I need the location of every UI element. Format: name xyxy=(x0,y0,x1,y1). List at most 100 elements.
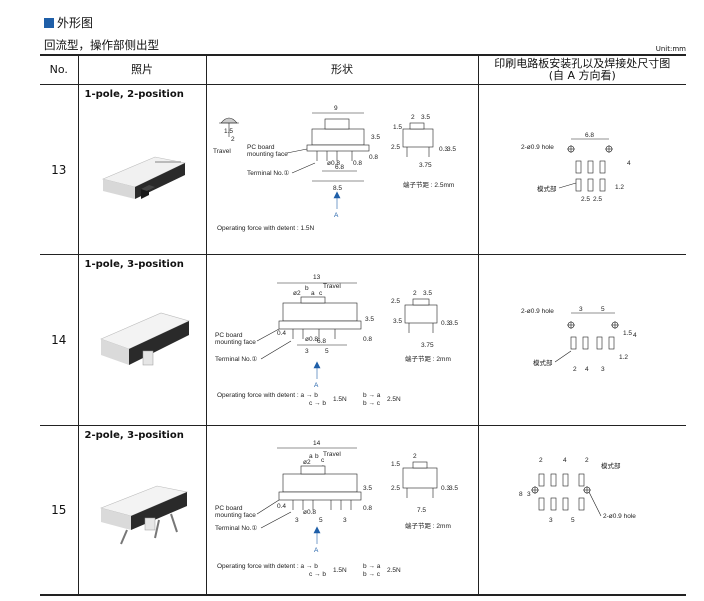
dim-label: 3.5 xyxy=(371,134,380,141)
dim-label: 2.5 xyxy=(391,144,400,151)
dim-label: 2.5 xyxy=(391,298,400,305)
outline-drawing: 1.5 2 Travel 9 6.8 8.5 ø0.8 0.8 3.5 0.8 xyxy=(213,105,456,232)
dim-label: 3.5 xyxy=(449,485,458,492)
dim-label: 2 xyxy=(539,457,543,464)
dim-label: 14 xyxy=(313,440,321,447)
section-subtitle: 回流型，操作部侧出型 xyxy=(44,38,159,52)
dim-label: 3.5 xyxy=(447,146,456,153)
dim-label: ø2 xyxy=(303,459,311,466)
product-name: 1-pole, 2-position xyxy=(84,89,184,100)
switch-photo-image xyxy=(99,312,190,366)
table-header-row: No. 照片 形状 印刷电路板安装孔以及焊接处尺寸图 (自 A 方向看) xyxy=(40,54,686,85)
photo-cell: 1-pole, 3-position xyxy=(77,254,206,426)
dim-label: 3.75 xyxy=(419,162,432,169)
dim-label: 3.5 xyxy=(365,316,374,323)
dim-label: 1.5 xyxy=(391,461,400,468)
pcb-layout-cell: 2-ø0.9 hole 3 5 4 1.5 1.2 2 4 3 模式部 xyxy=(477,254,686,426)
terminal-label: Terminal No.① xyxy=(215,524,257,532)
terminal-pitch-label: 端子节距 : 2mm xyxy=(405,354,451,363)
col-header-photo: 照片 xyxy=(77,54,206,85)
pcb-hole-drawing: 2-ø0.9 hole 3 5 4 1.5 1.2 2 4 3 模式部 xyxy=(521,306,637,373)
travel-label: Travel xyxy=(323,451,341,458)
dim-label: 6.8 xyxy=(335,164,344,171)
switch-photo-image xyxy=(99,485,188,545)
shape-drawing-cell: 13 Travel ø2 b a c 6.8 3 5 3.5 0.8 ø0.8 … xyxy=(205,254,478,426)
product-name: 2-pole, 3-position xyxy=(84,430,184,441)
row-number: 13 xyxy=(40,84,78,255)
section-title: 外形图 xyxy=(57,16,94,30)
col-header-pcb-line2: (自 A 方向看) xyxy=(548,69,616,82)
dim-label: 4 xyxy=(585,366,589,373)
outline-drawing: 14 Travel a b c ø2 2 3 5 3 ø0.8 0.4 0.8 … xyxy=(215,440,458,578)
boss-label: 模式部 xyxy=(537,184,557,193)
view-arrow-label: A xyxy=(334,212,339,219)
row-number: 15 xyxy=(40,425,78,596)
dim-label: 5 xyxy=(325,348,329,355)
pcb-layout-cell: 2 4 2 模式部 8 3 3 5 2-ø0.9 hole xyxy=(477,425,686,596)
operating-force-label: Operating force with detent : a → b xyxy=(217,563,318,570)
dim-label: 2 xyxy=(231,136,235,143)
pcb-layout-cell: 2-ø0.9 hole 6.8 4 1.2 2.5 2.5 模式部 xyxy=(477,84,686,255)
dim-label: ø0.8 xyxy=(303,509,316,516)
shape-drawing-cell: 14 Travel a b c ø2 2 3 5 3 ø0.8 0.4 0.8 … xyxy=(205,425,478,596)
switch-photo-image xyxy=(101,156,186,199)
dim-label: 3 xyxy=(549,517,553,524)
pcb-label: mounting face xyxy=(215,512,256,519)
pcb-hole-drawing: 2-ø0.9 hole 6.8 4 1.2 2.5 2.5 模式部 xyxy=(521,132,631,203)
dim-label: a xyxy=(311,290,315,297)
dim-label: c xyxy=(319,290,323,297)
dim-label: 2 xyxy=(413,290,417,297)
dim-label: 2.5 xyxy=(593,196,602,203)
dim-label: 1.5 xyxy=(224,128,233,135)
spec-table: No. 照片 形状 印刷电路板安装孔以及焊接处尺寸图 (自 A 方向看) 13 … xyxy=(40,54,686,596)
dim-label: 5 xyxy=(319,517,323,524)
dim-label: b xyxy=(315,453,319,460)
operating-force-label: b → c xyxy=(363,571,381,578)
dim-label: 1.2 xyxy=(615,184,624,191)
dim-label: 1.5 xyxy=(623,330,632,337)
unit-label: Unit:mm xyxy=(655,45,686,53)
dim-label: 3.75 xyxy=(421,342,434,349)
dim-label: 1.2 xyxy=(619,354,628,361)
dim-label: 0.3 xyxy=(441,485,450,492)
dim-label: 0.8 xyxy=(363,336,372,343)
operating-force-label: c → b xyxy=(309,571,326,578)
dim-label: ø0.8 xyxy=(305,336,318,343)
table-row: 13 1-pole, 2-position 1.5 2 Travel xyxy=(40,84,686,255)
dim-label: a xyxy=(309,453,313,460)
dim-label: 3.5 xyxy=(421,114,430,121)
dim-label: ø0.8 xyxy=(327,160,340,167)
view-arrow-label: A xyxy=(314,547,319,554)
dim-label: 7.5 xyxy=(417,507,426,514)
row-number: 14 xyxy=(40,254,78,426)
heading-marker-icon xyxy=(44,17,54,28)
table-row: 14 1-pole, 3-position 13 Travel ø2 b a c xyxy=(40,254,686,426)
hole-label: 2-ø0.9 hole xyxy=(521,308,554,315)
dim-label: 9 xyxy=(334,105,338,112)
dim-label: 3.5 xyxy=(363,485,372,492)
pcb-label: mounting face xyxy=(247,151,288,158)
dim-label: 0.3 xyxy=(441,320,450,327)
dim-label: 3.5 xyxy=(449,320,458,327)
dim-label: 2.5 xyxy=(581,196,590,203)
dim-label: 3.5 xyxy=(423,290,432,297)
operating-force-label: b → c xyxy=(363,400,381,407)
dim-label: 4 xyxy=(633,332,637,339)
col-header-pcb-line1: 印刷电路板安装孔以及焊接处尺寸图 xyxy=(494,57,671,70)
dim-label: 0.8 xyxy=(353,160,362,167)
dim-label: 2 xyxy=(413,453,417,460)
dim-label: 8.5 xyxy=(333,185,342,192)
dim-label: 4 xyxy=(563,457,567,464)
dim-label: 5 xyxy=(601,306,605,313)
boss-label: 模式部 xyxy=(601,461,621,470)
dim-label: ø2 xyxy=(293,290,301,297)
dim-label: 0.3 xyxy=(439,146,448,153)
operating-force-label: Operating force with detent : 1.5N xyxy=(217,225,314,232)
dim-label: 1.5 xyxy=(393,124,402,131)
operating-force-label: c → b xyxy=(309,400,326,407)
section-heading: 外形图 xyxy=(44,14,93,31)
operating-force-value: 1.5N xyxy=(333,396,347,403)
dim-label: 3 xyxy=(601,366,605,373)
view-arrow-label: A xyxy=(314,382,319,389)
col-header-pcb: 印刷电路板安装孔以及焊接处尺寸图 (自 A 方向看) xyxy=(477,54,686,85)
